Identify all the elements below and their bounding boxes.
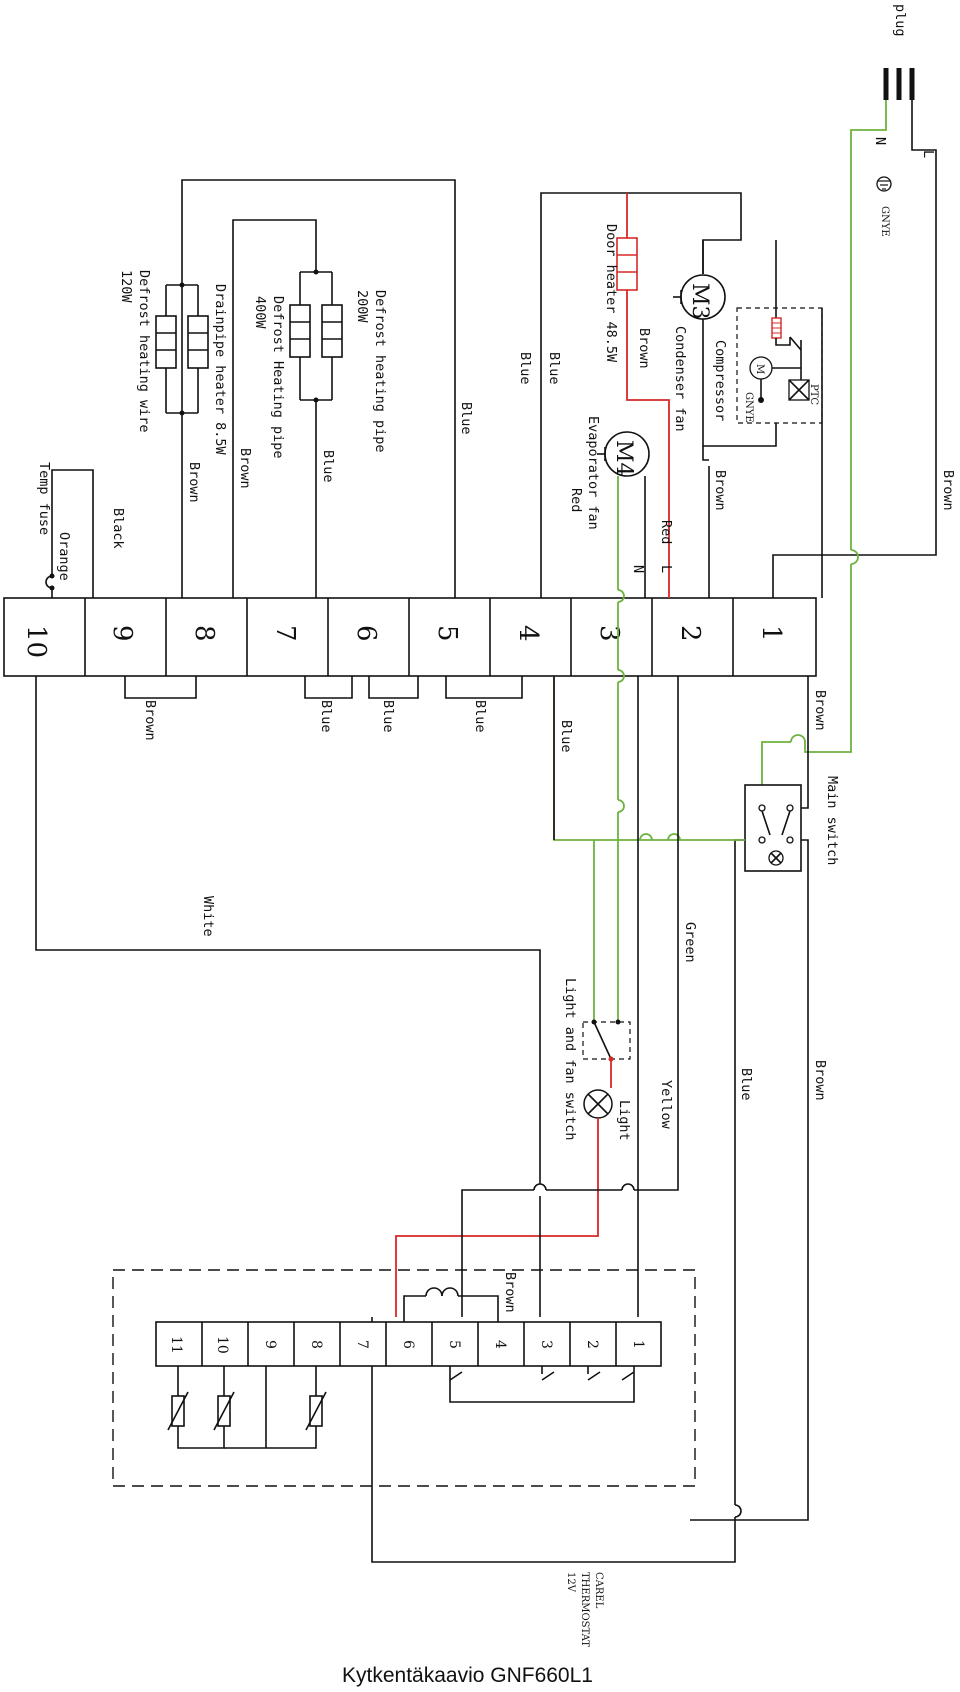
svg-text:Blue: Blue <box>738 1068 754 1101</box>
svg-text:Drainpipe heater 8.5W: Drainpipe heater 8.5W <box>212 284 228 456</box>
svg-text:Door heater 48.5W: Door heater 48.5W <box>603 224 619 363</box>
svg-text:Evaporator fan: Evaporator fan <box>585 416 601 530</box>
door-heater <box>616 237 638 291</box>
svg-text:Brown: Brown <box>237 448 253 489</box>
svg-text:Green: Green <box>682 922 698 963</box>
ground-icon <box>876 176 892 192</box>
plug-neutral-wire <box>850 100 887 550</box>
svg-text:Blue: Blue <box>546 352 562 385</box>
svg-text:11: 11 <box>168 1336 184 1354</box>
svg-text:Compressor: Compressor <box>712 340 728 421</box>
svg-text:Defrost Heating pipe: Defrost Heating pipe <box>270 296 286 459</box>
svg-text:N: N <box>630 565 646 573</box>
main-terminal-5: 5 <box>432 625 462 642</box>
svg-text:CAREL: CAREL <box>593 1572 604 1609</box>
svg-text:Defrost heating wire: Defrost heating wire <box>136 270 152 433</box>
main-terminal-3: 3 <box>594 625 624 642</box>
svg-text:Main switch: Main switch <box>824 776 840 865</box>
main-terminal-9: 9 <box>107 625 137 642</box>
svg-text:PTC: PTC <box>808 384 819 405</box>
svg-text:Blue: Blue <box>318 700 334 733</box>
svg-text:Brown: Brown <box>812 690 828 731</box>
svg-text:L: L <box>658 565 674 573</box>
svg-text:Yellow: Yellow <box>658 1080 674 1130</box>
svg-text:Blue: Blue <box>320 450 336 483</box>
svg-text:5: 5 <box>446 1340 462 1349</box>
condenser-fan-motor: M3 <box>673 274 726 320</box>
svg-text:8: 8 <box>308 1340 324 1349</box>
svg-text:THERMOSTAT: THERMOSTAT <box>579 1572 590 1647</box>
main-terminal-1: 1 <box>756 625 786 642</box>
main-terminal-10: 10 <box>21 625 51 658</box>
defrost-heating-pipe-400w <box>289 269 343 403</box>
svg-text:4: 4 <box>492 1340 508 1349</box>
compressor: M GNYE PTC <box>736 240 823 424</box>
svg-text:Light: Light <box>616 1100 632 1141</box>
svg-text:1: 1 <box>630 1340 646 1349</box>
svg-text:Brown: Brown <box>812 1060 828 1101</box>
svg-text:2: 2 <box>584 1340 600 1349</box>
svg-text:Brown: Brown <box>712 470 728 511</box>
svg-text:Temp fuse: Temp fuse <box>36 462 52 535</box>
main-terminal-6: 6 <box>351 625 381 642</box>
svg-text:Blue: Blue <box>380 700 396 733</box>
svg-text:Brown: Brown <box>186 462 202 503</box>
carel-thermostat: 11 10 9 8 7 6 5 4 3 2 1 <box>112 1269 696 1487</box>
svg-text:L: L <box>920 150 936 158</box>
svg-text:Brown: Brown <box>940 470 956 511</box>
svg-text:9: 9 <box>262 1340 278 1349</box>
main-switch[interactable] <box>744 784 802 872</box>
svg-text:M4: M4 <box>611 440 636 477</box>
svg-text:GNYE: GNYE <box>879 206 890 237</box>
main-terminal-block: 10 9 8 7 6 5 4 3 2 1 <box>3 597 817 677</box>
svg-text:Red: Red <box>658 520 674 544</box>
svg-text:200W: 200W <box>354 290 370 323</box>
plug: plug L N GNYE <box>872 4 936 237</box>
svg-text:Defrost heating pipe: Defrost heating pipe <box>372 290 388 453</box>
svg-text:Brown: Brown <box>502 1272 518 1313</box>
svg-text:Black: Black <box>110 508 126 549</box>
svg-text:M: M <box>754 364 765 374</box>
main-terminal-7: 7 <box>270 625 300 642</box>
plug-live-wire <box>772 100 937 598</box>
svg-text:Blue: Blue <box>517 352 533 385</box>
main-terminal-8: 8 <box>189 625 219 642</box>
svg-text:plug: plug <box>892 4 908 37</box>
main-terminal-2: 2 <box>675 625 705 642</box>
svg-text:Red: Red <box>568 488 584 512</box>
svg-text:Orange: Orange <box>56 532 72 581</box>
evaporator-fan-motor: M4 <box>597 431 650 477</box>
svg-text:3: 3 <box>538 1340 554 1349</box>
svg-text:Blue: Blue <box>458 402 474 435</box>
svg-text:Brown: Brown <box>142 700 158 741</box>
main-terminal-4: 4 <box>513 625 543 642</box>
svg-text:GNYE: GNYE <box>743 392 754 423</box>
svg-text:Brown: Brown <box>636 328 652 369</box>
svg-text:400W: 400W <box>252 296 268 329</box>
svg-text:120W: 120W <box>118 270 134 303</box>
svg-text:White: White <box>200 896 216 937</box>
svg-text:10: 10 <box>214 1336 230 1354</box>
light-bulb <box>583 1089 613 1119</box>
defrost-heating-wire-heater <box>155 282 209 416</box>
svg-text:Condenser fan: Condenser fan <box>672 326 688 432</box>
light-and-fan-switch[interactable] <box>582 1019 631 1062</box>
svg-text:N: N <box>872 137 888 145</box>
svg-text:12V: 12V <box>565 1572 576 1593</box>
svg-text:M3: M3 <box>687 283 712 320</box>
svg-text:6: 6 <box>400 1340 416 1349</box>
svg-text:Blue: Blue <box>472 700 488 733</box>
svg-text:Blue: Blue <box>558 720 574 753</box>
diagram-title: Kytkentäkaavio GNF660L1 <box>342 1664 593 1687</box>
svg-text:7: 7 <box>354 1340 370 1349</box>
svg-text:Light and fan switch: Light and fan switch <box>562 978 578 1141</box>
